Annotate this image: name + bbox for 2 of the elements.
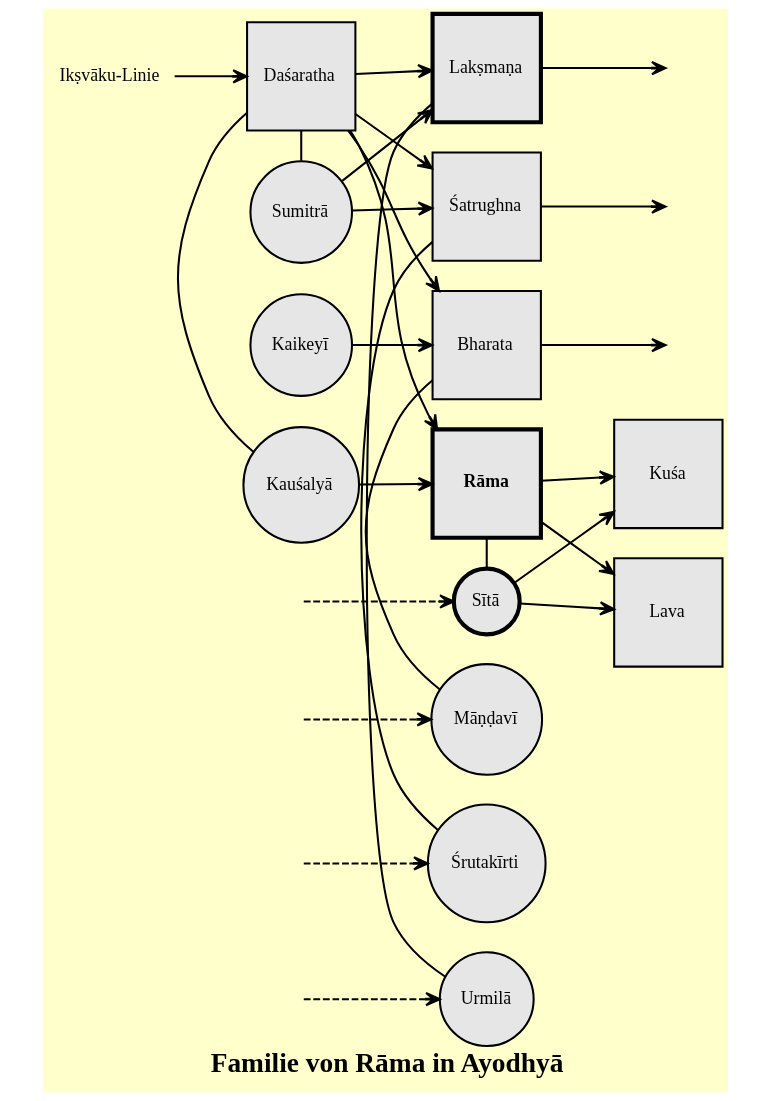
diagram-title: Familie von Rāma in Ayodhyā [210, 1047, 564, 1078]
node-text: Ikṣvāku-Linie [59, 64, 160, 85]
